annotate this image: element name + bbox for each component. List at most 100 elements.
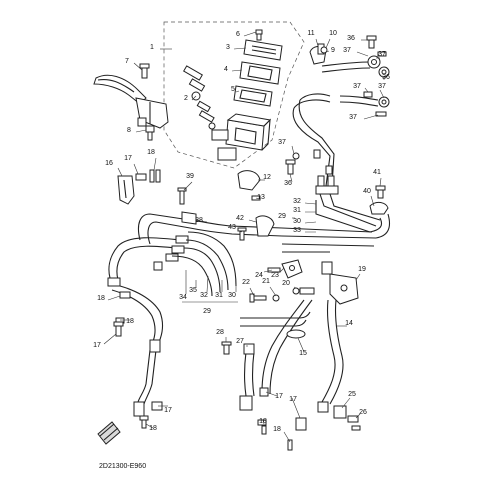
callout-c27: 27: [236, 338, 244, 345]
fitting-27: [243, 343, 255, 355]
callout-c17b: 17: [93, 342, 101, 349]
gasket-37f: [292, 152, 300, 160]
washer-21: [272, 294, 280, 302]
junction-block: [321, 261, 359, 305]
master-cylinder-body: [135, 97, 169, 129]
clip-38: [181, 211, 197, 225]
callout-c18d: 18: [149, 425, 157, 432]
callout-c17d: 17: [275, 393, 283, 400]
callout-c33: 33: [293, 227, 301, 234]
union-bolt-36c: [285, 159, 296, 175]
callout-c20: 20: [282, 280, 290, 287]
callout-c39: 39: [186, 173, 194, 180]
bracket-23: [281, 259, 303, 279]
brake-pipe-bundle-upper: [315, 193, 381, 233]
reservoir-body: [211, 113, 272, 161]
callout-c3: 3: [226, 44, 230, 51]
callout-c24: 24: [255, 272, 263, 279]
callout-c18b: 18: [97, 295, 105, 302]
clip-10: [320, 46, 328, 54]
callout-c30b: 30: [228, 292, 236, 299]
callout-c26: 26: [359, 409, 367, 416]
bolt-43: [237, 227, 247, 241]
callout-c6: 6: [236, 31, 240, 38]
mount-bolt: [145, 125, 155, 141]
brake-pipe-bundle-lower: [281, 227, 377, 253]
cap-screw: [255, 29, 263, 41]
pivot-bolt: [139, 63, 150, 79]
callout-c41: 41: [373, 169, 381, 176]
callout-c32b: 32: [200, 292, 208, 299]
callout-c30a: 30: [293, 218, 301, 225]
bundle-right-bend: [369, 213, 391, 239]
callout-c9: 9: [331, 47, 335, 54]
callout-c28: 28: [216, 329, 224, 336]
fitting-center-lower: [239, 387, 269, 435]
reservoir-cap: [243, 39, 283, 61]
callout-c37b: 37: [378, 51, 386, 58]
callout-c29b: 29: [203, 308, 211, 315]
diagram-code: 2D21300-E960: [99, 463, 146, 470]
brake-switch: [117, 175, 135, 205]
callout-c29a: 29: [278, 213, 286, 220]
callout-c43: 43: [228, 224, 236, 231]
bolt-39: [177, 187, 187, 205]
callout-c11: 11: [307, 30, 314, 37]
callout-c8: 8: [127, 127, 131, 134]
callout-c37c: 37: [353, 83, 361, 90]
brake-hose-15: [261, 299, 313, 395]
callout-c17a: 17: [124, 155, 132, 162]
callout-c18c: 18: [126, 318, 134, 325]
brake-hose-14: [321, 299, 344, 405]
master-cylinder-group-outline: [163, 21, 305, 169]
callout-c31a: 31: [293, 207, 301, 214]
union-bolt-20: [292, 287, 315, 295]
leader-lines: [103, 31, 385, 443]
callout-c19: 19: [358, 266, 366, 273]
callout-c2: 2: [184, 95, 188, 102]
callout-c37d: 37: [378, 83, 386, 90]
callout-c35: 35: [189, 287, 197, 294]
fitting-left-lower: [133, 339, 163, 417]
callout-c7: 7: [125, 58, 129, 65]
callout-c37e: 37: [349, 114, 357, 121]
union-bolt-17-left: [113, 321, 124, 337]
upper-right-hose: [321, 61, 371, 73]
bracket-42: [255, 215, 275, 237]
left-loop-hose: [108, 237, 181, 281]
left-front-hose-lower: [137, 349, 157, 405]
center-pipe-27: [240, 311, 311, 327]
callout-c1: 1: [150, 44, 154, 51]
front-direction-arrow-icon: [97, 421, 121, 445]
callout-c36a: 36: [347, 35, 355, 42]
callout-c17c: 17: [164, 407, 172, 414]
hose-a: [293, 93, 331, 109]
fitting-25-26: [333, 405, 361, 431]
callout-c25: 25: [348, 391, 356, 398]
callout-c31b: 31: [215, 292, 223, 299]
callout-c22: 22: [242, 279, 250, 286]
union-bolt-18d: [139, 415, 149, 429]
fitting-right-lower: [287, 401, 329, 451]
callout-c34: 34: [179, 294, 187, 301]
cable-guide-12: [237, 170, 261, 191]
pipe-fittings-left: [107, 235, 189, 287]
callout-c18e: 18: [259, 418, 267, 425]
callout-c36b: 36: [382, 74, 390, 81]
callout-c12: 12: [263, 174, 271, 181]
callout-c4: 4: [224, 66, 228, 73]
callout-c17e: 17: [289, 396, 297, 403]
junction-fittings: [313, 149, 339, 195]
fitting-40: [369, 201, 389, 215]
union-bolt-17a: [135, 173, 147, 181]
bolt-22: [249, 293, 267, 303]
callout-c18f: 18: [273, 426, 281, 433]
callout-c14: 14: [345, 320, 353, 327]
bolt-24: [267, 267, 281, 273]
callout-c37f: 37: [278, 139, 286, 146]
hose-b: [292, 99, 335, 187]
screw-13: [251, 195, 261, 201]
callout-c16: 16: [105, 160, 113, 167]
